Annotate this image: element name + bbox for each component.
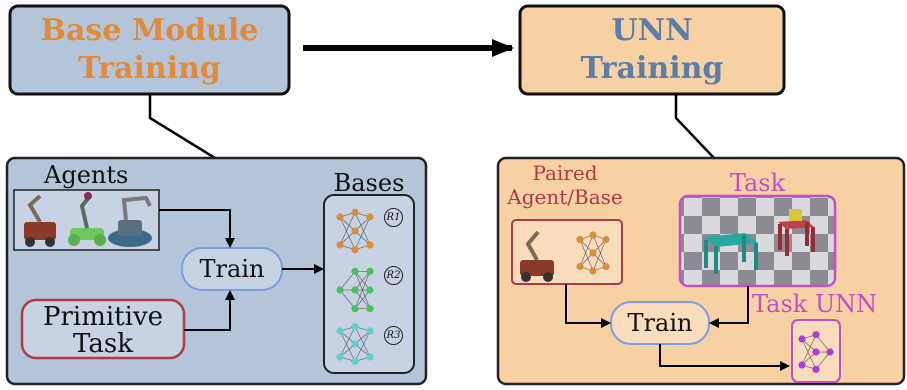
agents-label: Agents [44,161,129,189]
task-red-table-icon [778,209,815,256]
task-label: Task [729,169,786,197]
primitive-task-line1: Primitive [42,302,164,332]
agent-robot-1-icon [24,194,56,247]
primitive-task-line2: Task [73,329,133,359]
task-teal-table-icon [703,233,758,274]
base-network-r2-icon [336,267,374,313]
train-to-task-unn-arrow [659,344,790,371]
unn-header-connector [674,94,715,159]
task-unn-network-icon [798,331,834,373]
base-tag-r3: R3 [384,326,403,345]
agent-robot-2-icon [68,192,106,246]
paired-line2: Agent/Base [507,185,623,209]
train-label-right: Train [627,309,693,337]
base-header-line2: Training [78,51,221,86]
unn-header-line2: Training [580,51,724,86]
base-network-r1-icon [336,208,374,254]
paired-line1: Paired [532,161,598,185]
unn-header-line1: UNN [611,13,693,48]
bases-label: Bases [333,169,405,197]
paired-base-network-icon [576,231,610,275]
base-tag-r2: R2 [384,266,403,285]
agent-robot-3-icon [108,195,152,247]
base-header-connector [148,94,216,160]
base-tag-r1: R1 [384,208,403,227]
primitive-to-train-arrow [184,290,235,331]
train-label-left: Train [199,255,265,283]
base-header-line1: Base Module [40,13,259,48]
unn-training-box [518,4,786,96]
paired-to-train-arrow [565,284,611,328]
task-to-train-arrow [709,286,749,328]
agents-to-train-arrow [159,209,235,248]
task-unn-label: Task UNN [752,290,878,318]
base-network-r3-icon [336,323,374,365]
paired-agent-robot-icon [520,230,554,282]
